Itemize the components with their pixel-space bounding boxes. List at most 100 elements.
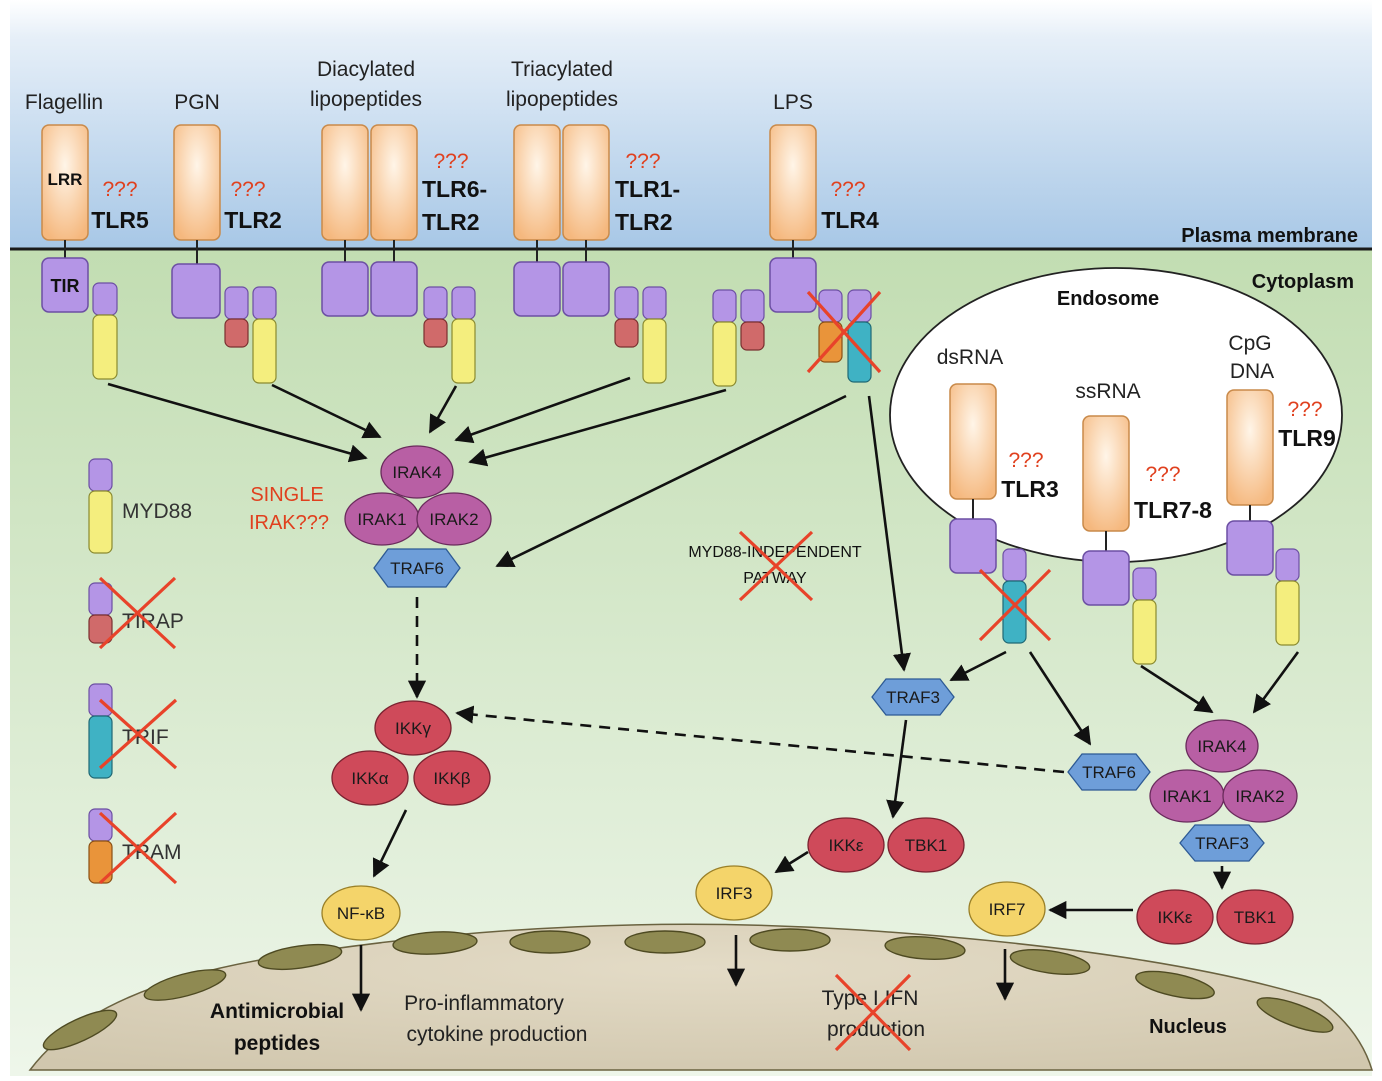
tlr4-ectodomain [769, 124, 817, 241]
tlr78-ectodomain [1082, 415, 1130, 532]
irak-complex-left [344, 445, 492, 546]
endosome-label: Endosome [1057, 288, 1159, 310]
legend-tirap-cross [98, 576, 177, 650]
traf3-middle-label: TRAF3 [886, 688, 940, 707]
tlr4-myd88-adaptor [712, 289, 737, 387]
ligand-cpg-1: CpG [1228, 332, 1271, 355]
ligand-triacylated-2: lipopeptides [506, 88, 618, 111]
tlr9-tir [1226, 520, 1274, 576]
typeifn-cross [834, 973, 912, 1052]
tlr3-label: TLR3 [1001, 476, 1059, 502]
tlr9-myd88-adaptor [1275, 548, 1300, 646]
tlr4-trif-adaptor [847, 289, 872, 383]
irf3-label: IRF3 [716, 884, 753, 903]
tlr3-tir [949, 518, 997, 574]
tir-label: TIR [51, 276, 80, 296]
ligand-dsrna: dsRNA [937, 346, 1004, 369]
ligand-diacylated-1: Diacylated [317, 58, 415, 81]
irak4-right: IRAK4 [1197, 737, 1246, 756]
nfkb [321, 885, 401, 941]
ikke-tbk1-right [1136, 889, 1294, 945]
tlr2-ectodomain [173, 124, 221, 241]
legend-tirap [88, 582, 113, 644]
tlr1-tirap-adaptor [614, 286, 639, 348]
irf7-label: IRF7 [989, 900, 1026, 919]
tlr2-label: TLR2 [224, 207, 282, 233]
pathway-arrows [107, 376, 1300, 1012]
tlr1-label-1: TLR1- [615, 176, 680, 202]
tlr5-tir [41, 257, 89, 313]
ligand-diacylated-2: lipopeptides [310, 88, 422, 111]
single-irak-1: SINGLE [250, 484, 323, 506]
outcome-antimicrobial-2: peptides [234, 1032, 320, 1055]
legend-tirap-label: TIRAP [122, 610, 184, 633]
ikke-tbk1-middle [807, 817, 965, 873]
tlr2-tirap-adaptor [224, 286, 249, 348]
tlr6-tirap-adaptor [423, 286, 448, 348]
myd88-independent-1: MYD88-INDEPENDENT [688, 544, 862, 561]
irak2-right: IRAK2 [1235, 787, 1284, 806]
cytoplasm-label: Cytoplasm [1252, 271, 1354, 293]
tlr1-ectodomain [513, 124, 561, 241]
legend-trif [88, 683, 113, 779]
traf3-right-label: TRAF3 [1195, 834, 1249, 853]
tlr5-unknown: ??? [102, 178, 137, 201]
irak1-right: IRAK1 [1162, 787, 1211, 806]
tlr1-unknown: ??? [625, 150, 660, 173]
legend-myd88 [88, 458, 113, 554]
outcome-antimicrobial-1: Antimicrobial [210, 1000, 344, 1023]
tlr78-unknown: ??? [1145, 463, 1180, 486]
tlr6-myd88-adaptor [451, 286, 476, 384]
ikk-alpha: IKKα [351, 769, 388, 788]
myd88-independent-cross [738, 530, 814, 602]
ikk-complex [331, 700, 491, 806]
outcome-proinflam-2: cytokine production [407, 1023, 588, 1046]
tlr1-label-2: TLR2 [615, 209, 673, 235]
ligand-lps: LPS [773, 91, 813, 114]
irf7 [968, 881, 1046, 937]
tlr9-unknown: ??? [1287, 398, 1322, 421]
traf6-left-label: TRAF6 [390, 559, 444, 578]
ligand-ssrna: ssRNA [1075, 380, 1140, 403]
tlr6-label-2: TLR2 [422, 209, 480, 235]
tlr2c-tir [562, 261, 610, 317]
traf6-right [1067, 753, 1151, 791]
irak4-left: IRAK4 [392, 463, 441, 482]
tlr4-label: TLR4 [821, 207, 879, 233]
tlr9-label: TLR9 [1278, 425, 1336, 451]
ligand-triacylated-1: Triacylated [511, 58, 613, 81]
irak1-left: IRAK1 [357, 510, 406, 529]
tlr4-adaptor-cross [806, 290, 882, 374]
tlr4-tir [769, 257, 817, 313]
ikk-gamma: IKKγ [395, 719, 431, 738]
ligand-flagellin: Flagellin [25, 91, 103, 114]
tlr9-ectodomain [1226, 389, 1274, 506]
legend-tram-cross [98, 811, 178, 885]
tlr78-tir [1082, 550, 1130, 606]
ikke-right: IKKε [1158, 908, 1193, 927]
irak2-left: IRAK2 [429, 510, 478, 529]
tlr4-unknown: ??? [830, 178, 865, 201]
tlr5-label: TLR5 [91, 207, 149, 233]
tbk1-middle: TBK1 [905, 836, 948, 855]
ikke-middle: IKKε [829, 836, 864, 855]
plasma-membrane-label: Plasma membrane [1181, 225, 1358, 247]
single-irak-2: IRAK??? [249, 512, 329, 534]
irf3 [695, 865, 773, 921]
tlr3-ectodomain [949, 383, 997, 500]
tlr2b-ectodomain [370, 124, 418, 241]
extracellular-region [10, 0, 1372, 250]
ligand-cpg-2: DNA [1230, 360, 1274, 383]
outcome-typeifn-1: Type I IFN [822, 987, 919, 1010]
tlr6-ectodomain [321, 124, 369, 241]
tlr2b-tir [370, 261, 418, 317]
ikk-beta: IKKβ [433, 769, 470, 788]
tlr6-unknown: ??? [433, 150, 468, 173]
tlr2-myd88-adaptor [252, 286, 277, 384]
legend-trif-cross [98, 698, 178, 770]
tlr5-myd88-adaptor [92, 282, 118, 380]
tlr1-myd88-adaptor [642, 286, 667, 384]
nucleus-label: Nucleus [1149, 1016, 1227, 1038]
